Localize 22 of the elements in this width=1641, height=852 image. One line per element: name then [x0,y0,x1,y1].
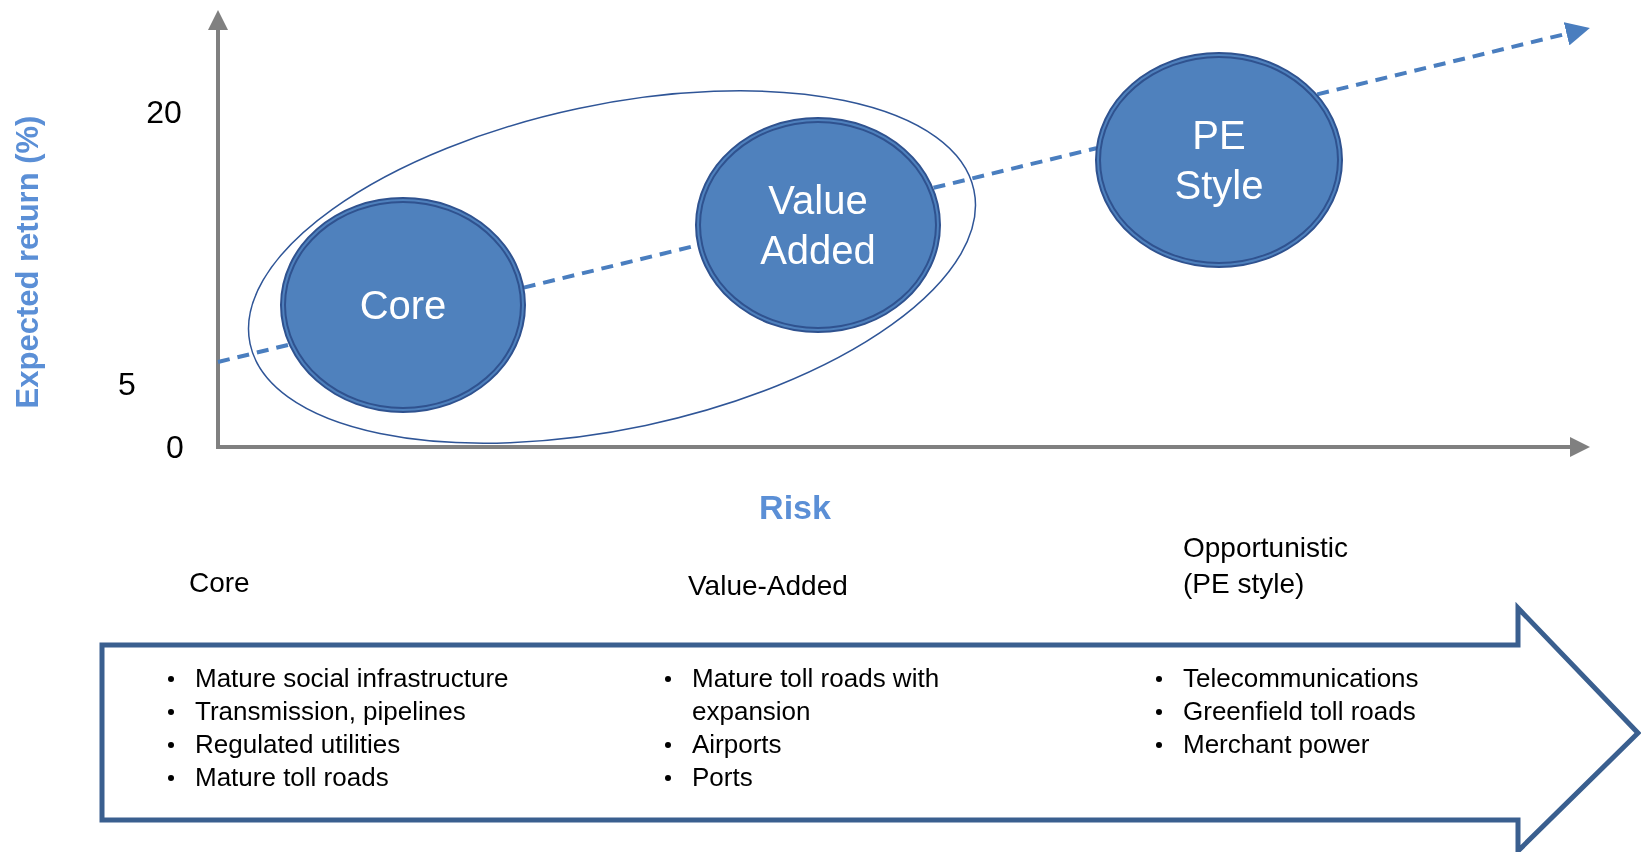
column-heading: Opportunistic (PE style) [1183,531,1349,601]
tick-label: 5 [118,365,136,403]
trend-line [217,342,290,364]
bullet-item: Transmission, pipelines [195,696,466,726]
category-circle: Value Added [695,117,941,333]
column-heading: Core [189,566,250,600]
bullet-item: Telecommunications [1183,663,1419,693]
axis-title: Expected return (%) [10,115,46,409]
bullet-item: Merchant power [1183,729,1370,759]
tick-label: 20 [146,93,182,131]
axis-title: Risk [759,487,831,527]
category-circle: PE Style [1095,52,1343,268]
tick-label: 0 [166,428,184,466]
bullet-item: Mature toll roads [195,762,389,792]
bullet-item: Ports [692,762,753,792]
bullet-item: Greenfield toll roads [1183,696,1416,726]
category-circle: Core [280,197,526,413]
bullet-item: Regulated utilities [195,729,401,759]
column-heading: Value-Added [688,569,848,603]
bullet-item: Airports [692,729,782,759]
bullet-item: Mature social infrastructure [195,663,509,693]
bullet-item: Mature toll roads with expansion [692,663,940,726]
